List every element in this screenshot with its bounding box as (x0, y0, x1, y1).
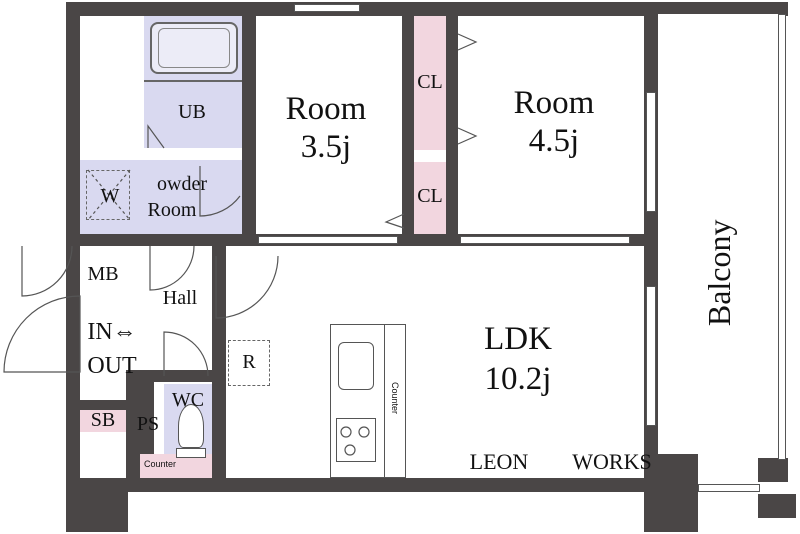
burner-1 (340, 426, 352, 438)
room-4-5j (458, 16, 644, 234)
entry-counter-box (140, 454, 212, 478)
brand-works: WORKS (572, 449, 652, 474)
balcony-corner (758, 458, 788, 482)
label-fridge: R (242, 351, 256, 373)
label-closet-top: CL (417, 71, 443, 93)
window-ldk-right (646, 286, 656, 426)
label-closet-bottom: CL (417, 185, 443, 207)
toilet-tank (176, 448, 206, 458)
wall-entry-shoe (66, 400, 126, 410)
ldk-area (226, 246, 644, 478)
label-room-b-name: Room (513, 85, 595, 121)
label-powder-1: owder (157, 173, 207, 195)
bathtub (150, 22, 238, 74)
door-wc (163, 331, 209, 377)
door-mb (21, 245, 73, 297)
balcony-corner-bottom (758, 494, 796, 518)
closet-bottom (414, 162, 446, 234)
balcony-rail-right (778, 14, 786, 460)
door-ldk (215, 255, 279, 319)
wall-bath-room (242, 2, 256, 246)
balcony-rail-bottom (698, 484, 760, 492)
wall-rooms-divider (402, 2, 414, 246)
balcony-rail-top (658, 2, 788, 14)
powder-room (80, 160, 242, 234)
door-bath (147, 124, 165, 149)
label-room-b-size: 4.5j (528, 123, 580, 159)
balcony-area (658, 14, 778, 454)
wall-bottom-left (66, 478, 128, 532)
label-wc: WC (171, 389, 205, 411)
window-room-b-right (646, 92, 656, 212)
label-ldk-name: LDK (484, 321, 552, 357)
wall-bottom-right (644, 446, 698, 532)
door-entrance (3, 295, 81, 373)
stove (336, 418, 376, 462)
wall-wc-top (154, 370, 212, 382)
hall-area (126, 246, 212, 370)
kitchen-counter (330, 324, 406, 478)
label-balcony: Balcony (701, 219, 738, 327)
burner-2 (358, 426, 370, 438)
label-washer: W (100, 185, 120, 207)
label-room-a-name: Room (285, 91, 367, 127)
sash-room-a (258, 236, 398, 244)
closet-doors-b (457, 33, 478, 145)
label-ps: PS (136, 413, 160, 435)
label-sb: SB (90, 409, 116, 431)
label-room-a-size: 3.5j (300, 129, 352, 165)
entrance-area (80, 246, 126, 400)
label-entry-counter: Counter (143, 459, 177, 469)
label-ldk-size: 10.2j (484, 361, 552, 397)
washer-space (86, 170, 130, 220)
label-entrance-1: IN⇔ (87, 319, 137, 345)
wall-left (66, 2, 80, 532)
burner-3 (344, 444, 356, 456)
window-room-a-top (294, 4, 360, 12)
label-ub: UB (178, 101, 206, 123)
closet-top (414, 16, 446, 150)
sash-room-b (460, 236, 630, 244)
label-entrance-2: OUT (87, 353, 137, 379)
counter-divider (384, 324, 385, 478)
wall-closet-divider (446, 2, 458, 246)
bath-divider (144, 80, 242, 82)
label-powder-2: Room (147, 199, 197, 221)
bath-gap (80, 16, 144, 160)
door-powder (199, 166, 241, 217)
bathtub-inner (158, 28, 230, 68)
wall-entry-left (66, 234, 256, 246)
brand-leon: LEON (469, 449, 529, 474)
door-hall (149, 245, 195, 291)
label-mb: MB (87, 263, 119, 285)
wall-bottom (128, 478, 644, 492)
label-hall: Hall (162, 287, 198, 309)
room-3-5j (256, 16, 402, 234)
washer-cross-2 (87, 169, 131, 221)
kitchen-sink (338, 342, 374, 390)
fridge-space (228, 340, 270, 386)
label-kitchen-counter: Counter (390, 382, 400, 415)
toilet-bowl (178, 404, 204, 448)
closet-door-a (384, 213, 405, 229)
shoe-box (80, 410, 126, 432)
